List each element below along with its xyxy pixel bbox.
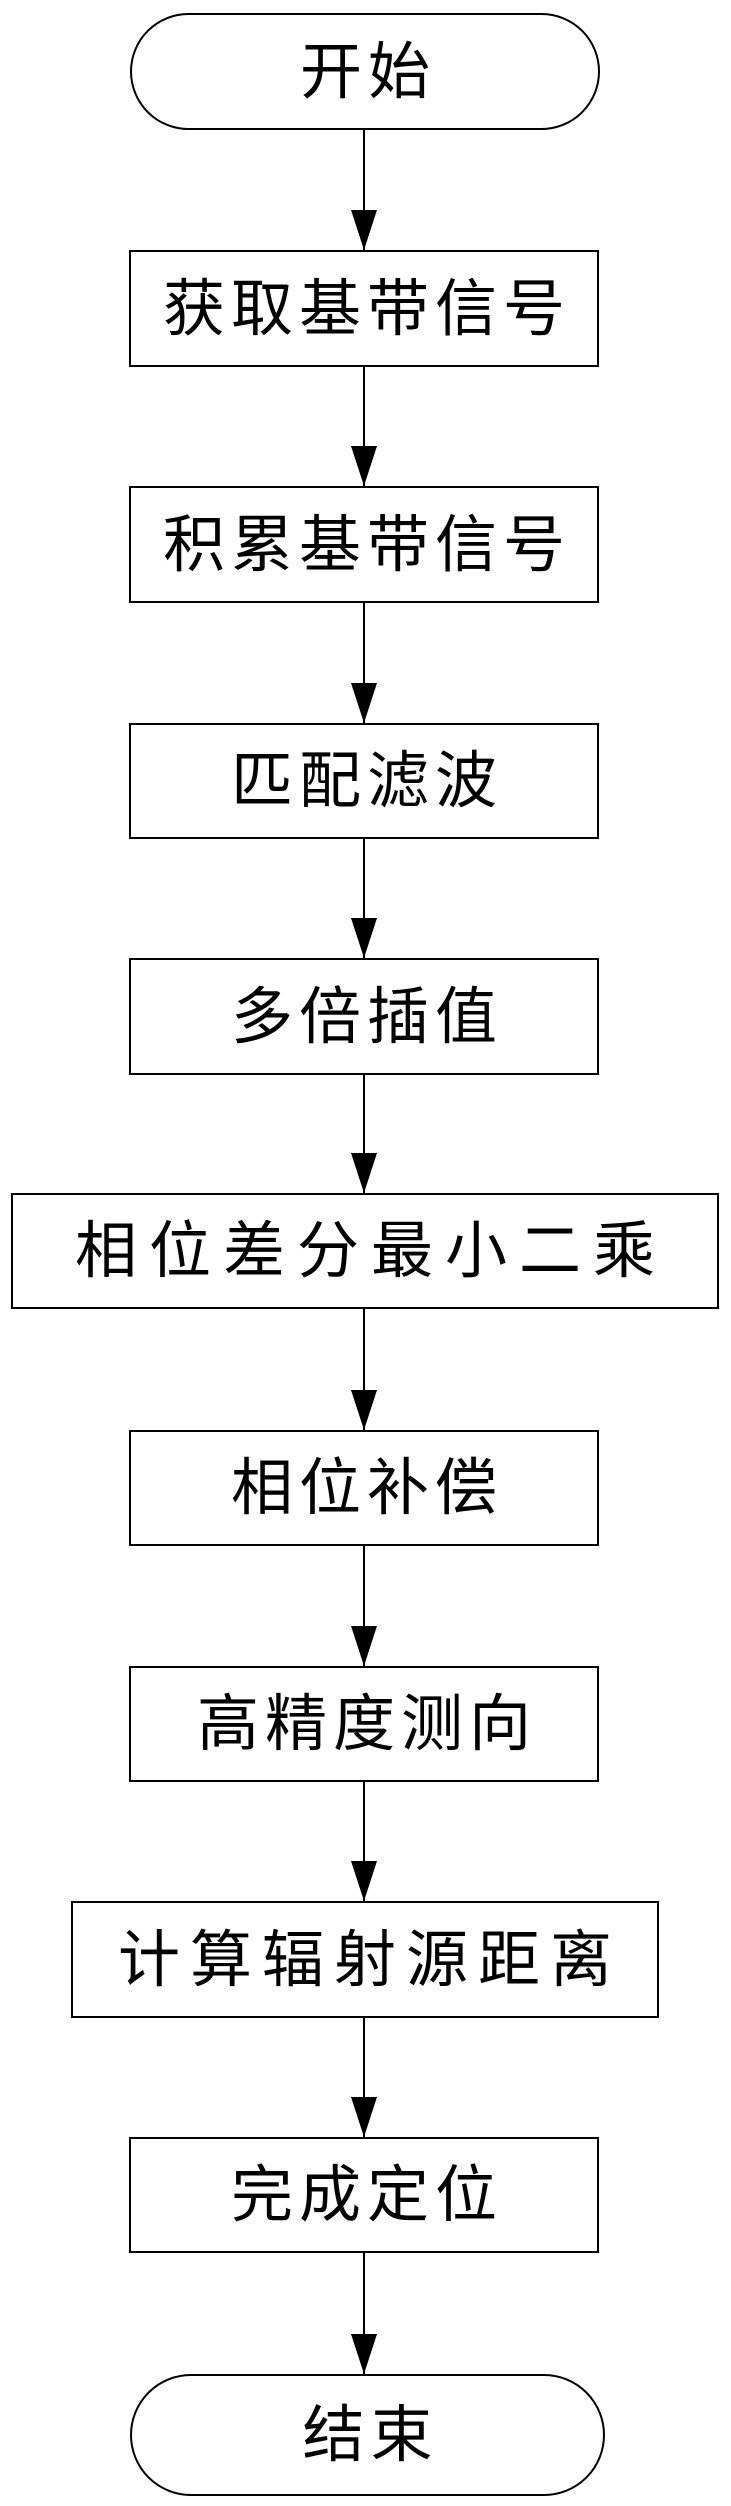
flow-arrow-8 — [351, 1782, 377, 1901]
arrow-down-icon — [351, 446, 377, 486]
node-source-distance: 计算辐射源距离 — [71, 1901, 659, 2018]
arrow-down-icon — [351, 1390, 377, 1430]
flow-arrow-3 — [351, 603, 377, 723]
arrow-down-icon — [351, 2097, 377, 2137]
node-multiple-interpolation-label: 多倍插值 — [230, 979, 503, 1053]
node-matched-filter: 匹配滤波 — [129, 723, 599, 839]
node-source-distance-label: 计算辐射源距离 — [117, 1922, 622, 1996]
node-end: 结束 — [130, 2374, 605, 2496]
arrow-down-icon — [351, 918, 377, 958]
node-end-label: 结束 — [302, 2398, 439, 2471]
flow-arrow-5 — [351, 1075, 377, 1193]
node-precision-direction: 高精度测向 — [129, 1666, 599, 1782]
node-multiple-interpolation: 多倍插值 — [129, 958, 599, 1075]
node-acquire-baseband: 获取基带信号 — [129, 250, 599, 367]
node-acquire-baseband-label: 获取基带信号 — [162, 271, 571, 345]
arrow-down-icon — [351, 1153, 377, 1193]
arrow-down-icon — [351, 2334, 377, 2374]
flow-arrow-1 — [351, 130, 377, 250]
node-phase-diff-least-squares-label: 相位差分最小二乘 — [74, 1214, 667, 1287]
flow-arrow-2 — [351, 367, 377, 486]
node-accumulate-baseband: 积累基带信号 — [129, 486, 599, 603]
node-precision-direction-label: 高精度测向 — [196, 1687, 537, 1760]
flow-arrow-9 — [351, 2018, 377, 2137]
node-start-label: 开始 — [299, 34, 436, 108]
node-matched-filter-label: 匹配滤波 — [230, 744, 503, 817]
node-positioning-complete-label: 完成定位 — [230, 2158, 503, 2231]
flow-arrow-6 — [351, 1309, 377, 1430]
arrow-down-icon — [351, 683, 377, 723]
flow-arrow-10 — [351, 2253, 377, 2374]
node-positioning-complete: 完成定位 — [129, 2137, 599, 2253]
node-phase-compensation-label: 相位补偿 — [230, 1451, 503, 1524]
flow-arrow-7 — [351, 1546, 377, 1666]
arrow-down-icon — [351, 1861, 377, 1901]
arrow-down-icon — [351, 210, 377, 250]
node-start: 开始 — [130, 13, 600, 130]
node-phase-compensation: 相位补偿 — [129, 1430, 599, 1546]
flow-arrow-4 — [351, 839, 377, 958]
arrow-down-icon — [351, 1626, 377, 1666]
node-accumulate-baseband-label: 积累基带信号 — [162, 507, 571, 581]
node-phase-diff-least-squares: 相位差分最小二乘 — [11, 1193, 719, 1309]
